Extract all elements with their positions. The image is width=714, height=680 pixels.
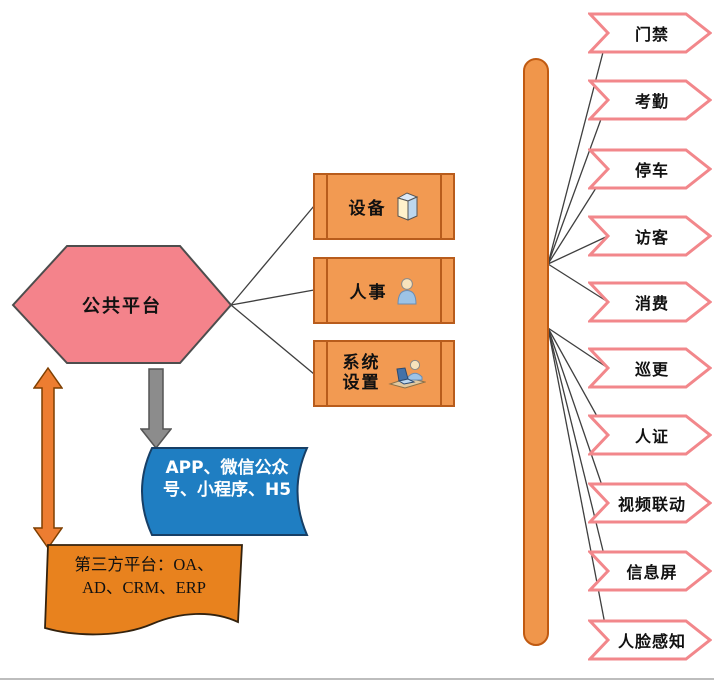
public-platform-label: 公共平台 [82,296,162,317]
app-channels-banner [141,447,309,536]
service-label: 人证 [634,427,669,446]
service-chevron-video-linkage: 视频联动 [588,482,712,524]
service-chevron-access-control: 门禁 [588,12,712,54]
app-channels-label: APP、微信公众号、小程序、H5 [162,458,292,501]
service-label: 消费 [634,294,669,313]
service-label: 人脸感知 [617,632,686,651]
module-system-settings-label: 系统设置 [342,352,381,393]
service-label: 信息屏 [626,563,678,582]
service-chevron-id-verification: 人证 [588,414,712,456]
bus-bar [523,58,549,646]
service-chevron-patrol: 巡更 [588,347,712,389]
person-icon [396,277,417,304]
service-chevron-attendance: 考勤 [588,79,712,121]
module-side-bar [326,175,328,238]
module-side-bar [326,259,328,322]
service-label: 访客 [634,228,669,247]
module-side-bar [326,342,328,405]
box-3d-icon [396,191,418,221]
third-party-banner [44,544,243,636]
module-device-label: 设备 [348,199,387,219]
service-label: 停车 [634,161,669,180]
module-box-device: 设备 [313,173,455,240]
third-party-label: 第三方平台：OA、AD、CRM、ERP [74,555,214,598]
module-side-bar [440,259,442,322]
service-label: 巡更 [634,360,669,379]
service-label: 视频联动 [617,495,686,514]
service-chevron-face-perception: 人脸感知 [588,619,712,661]
module-box-system-settings: 系统设置 [313,340,455,407]
down-arrow [140,368,172,450]
service-chevron-visitor: 访客 [588,215,712,257]
service-label: 门禁 [634,25,669,44]
person-laptop-icon [388,359,427,389]
service-chevron-consumption: 消费 [588,281,712,323]
module-side-bar [440,342,442,405]
double-arrow [33,366,63,550]
module-personnel-label: 人事 [349,283,388,303]
public-platform-hexagon [11,245,233,364]
service-label: 考勤 [634,92,669,111]
service-chevron-parking: 停车 [588,148,712,190]
service-chevron-info-screen: 信息屏 [588,550,712,592]
module-side-bar [440,175,442,238]
module-box-personnel: 人事 [313,257,455,324]
